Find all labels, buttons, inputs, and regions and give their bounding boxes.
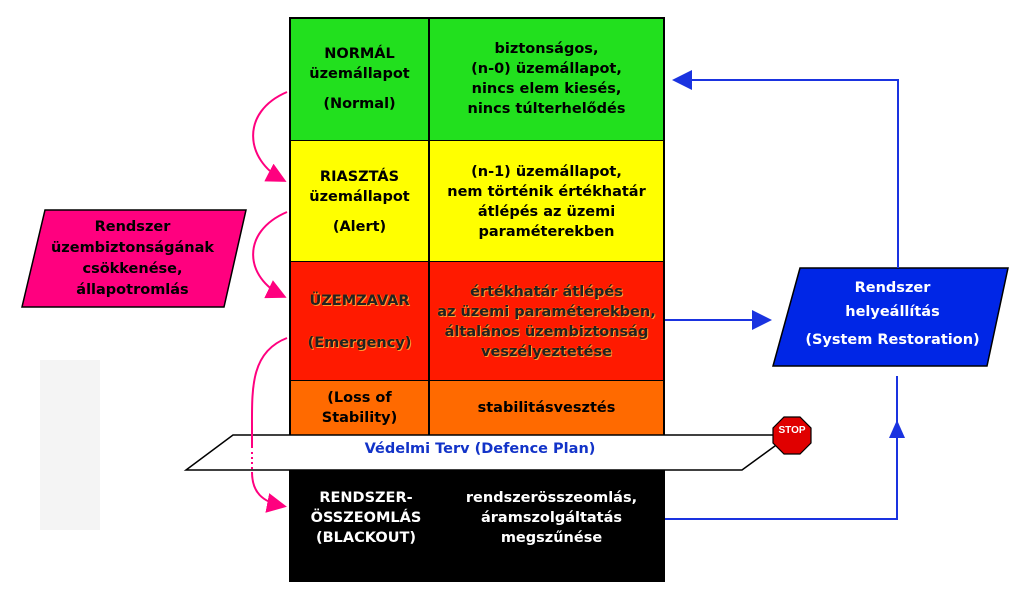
blackout-desc-line: áramszolgáltatás [480,510,623,526]
loss-desc: stabilitásvesztés [477,400,616,416]
emergency-desc-line: általános üzembiztonság [444,323,649,340]
blackout-desc-line: megszűnése [500,530,603,546]
loss-name-line: Stability) [321,410,398,426]
normal-desc-line: (n-0) üzemállapot, [471,61,622,77]
restoration-line: helyeállítás [845,304,940,320]
emergency-to-blackout-arrow-end [251,471,287,513]
blackout-name-line: RENDSZER- [319,490,413,506]
deterioration-line: üzembiztonságának [50,240,215,256]
alert-to-emergency-arrow [252,211,288,299]
alert-sub: üzemállapot [309,188,410,205]
alert-desc-line: átlépés az üzemi [477,203,616,220]
emergency-state-row [289,262,665,381]
emergency-to-blackout-arrow [250,337,288,448]
restoration-line: (System Restoration) [805,332,980,348]
stop-sign-label: STOP [778,425,806,436]
emergency-en: (Emergency) [307,334,412,351]
normal-sub: üzemállapot [309,66,410,82]
normal-to-alert-arrow [252,91,288,182]
blackout-to-restoration-arrowhead [889,420,905,438]
stop-sign-icon [772,416,812,455]
alert-state-label: RIASZTÁS üzemállapot (Alert) [291,141,428,262]
deterioration-box-text: Rendszer üzembiztonságának csökkenése, á… [30,217,235,301]
emergency-desc-line: az üzemi paraméterekben, [437,303,656,320]
emergency-name: ÜZEMZAVAR [309,292,410,309]
column-divider [428,17,430,435]
restoration-box [772,267,1009,367]
restoration-to-normal-arrow [672,70,899,268]
blackout-name-line: (BLACKOUT) [316,530,416,546]
loss-of-stability-label: (Loss of Stability) [291,381,428,435]
background-block [40,360,100,530]
restoration-line: Rendszer [854,280,931,296]
deterioration-box [21,209,247,308]
alert-state-description: (n-1) üzemállapot, nem történik értékhat… [430,141,663,262]
defence-plan-label: Védelmi Terv (Defence Plan) [364,441,596,457]
emergency-state-label: ÜZEMZAVAR (Emergency) [291,262,428,381]
deterioration-line: állapotromlás [76,282,189,298]
restoration-box-text: Rendszer helyeállítás (System Restoratio… [785,276,1000,352]
blackout-state-row [289,470,665,582]
alert-en: (Alert) [332,218,387,235]
normal-state-row [289,17,665,141]
emergency-desc-line: veszélyeztetése [481,343,612,360]
alert-desc-line: paraméterekben [478,223,615,240]
deterioration-line: csökkenése, [82,261,183,277]
normal-state-description: biztonságos, (n-0) üzemállapot, nincs el… [430,17,663,141]
alert-desc-line: nem történik értékhatár [447,183,646,200]
alert-desc-line: (n-1) üzemállapot, [471,163,622,180]
blackout-state-description: rendszerösszeomlás, áramszolgáltatás meg… [440,478,663,558]
normal-desc-line: biztonságos, [494,41,599,57]
loss-of-stability-description: stabilitásvesztés [430,381,663,435]
defence-plan-plane [183,434,793,471]
alert-state-row [289,141,665,262]
blackout-name-line: ÖSSZEOMLÁS [310,510,422,526]
emergency-desc-line: értékhatár átlépés [470,283,623,300]
alert-name: RIASZTÁS [319,168,400,185]
normal-en: (Normal) [323,96,396,112]
normal-name: NORMÁL [324,46,395,62]
blackout-state-label: RENDSZER- ÖSSZEOMLÁS (BLACKOUT) [291,478,441,558]
deterioration-line: Rendszer [94,219,171,235]
normal-desc-line: nincs túlterhelődés [467,101,626,117]
loss-of-stability-row [289,381,665,435]
normal-state-label: NORMÁL üzemállapot (Normal) [291,17,428,141]
loss-name-line: (Loss of [327,390,392,406]
blackout-desc-line: rendszerösszeomlás, [465,490,638,506]
normal-desc-line: nincs elem kiesés, [471,81,622,97]
emergency-state-description: értékhatár átlépés az üzemi paraméterekb… [430,262,663,381]
